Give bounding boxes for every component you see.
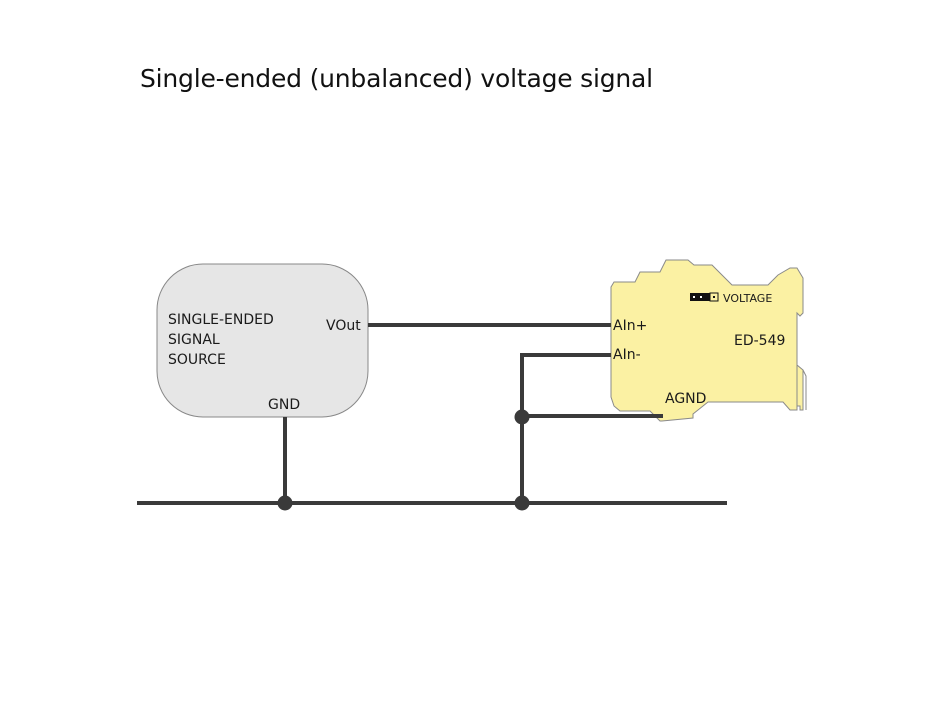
ain-minus-wire xyxy=(520,353,611,503)
jumper-icon xyxy=(690,292,719,302)
ain-plus-label: AIn+ xyxy=(613,318,648,334)
ain-minus-label: AIn- xyxy=(613,347,641,363)
junction-dot xyxy=(514,495,530,511)
source-label-line-2: SIGNAL xyxy=(168,332,220,348)
diagram-title: Single-ended (unbalanced) voltage signal xyxy=(140,64,653,93)
source-label-line-1: SINGLE-ENDED xyxy=(168,312,274,328)
source-label-line-3: SOURCE xyxy=(168,352,226,368)
ed-549-module xyxy=(610,259,807,422)
module-name-label: ED-549 xyxy=(734,333,786,349)
signal-source-box xyxy=(156,263,369,418)
gnd-label: GND xyxy=(268,397,301,413)
junction-dot xyxy=(514,409,530,425)
vout-label: VOut xyxy=(326,318,361,334)
agnd-label: AGND xyxy=(665,391,707,407)
junction-dot xyxy=(277,495,293,511)
jumper-voltage-label: VOLTAGE xyxy=(723,292,773,305)
